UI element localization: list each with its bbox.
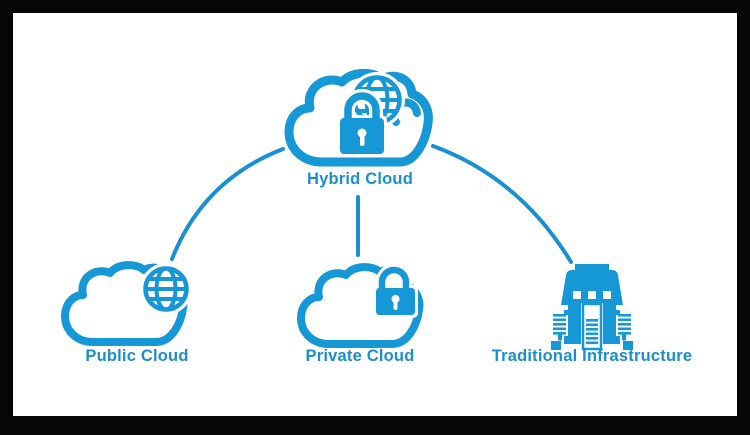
hybrid-cloud-node — [282, 68, 458, 174]
private-cloud-node — [296, 258, 436, 352]
private-cloud-icon — [297, 263, 424, 348]
public-cloud-label: Public Cloud — [85, 347, 189, 365]
hybrid-cloud-label: Hybrid Cloud — [307, 170, 413, 188]
lock-icon — [373, 263, 418, 318]
edge-hybrid-to-public — [170, 147, 285, 261]
lock-icon — [337, 89, 387, 157]
public-cloud-icon — [61, 261, 192, 346]
traditional-infrastructure-label: Traditional Infrastructure — [491, 347, 693, 365]
edge-hybrid-to-traditional — [431, 144, 573, 264]
globe-icon — [140, 263, 192, 315]
private-cloud-label: Private Cloud — [305, 347, 415, 365]
hybrid-cloud-icon — [284, 68, 433, 167]
mainframe-icon — [551, 264, 633, 351]
mainframe-body — [551, 264, 633, 351]
traditional-infrastructure-node — [550, 264, 634, 352]
public-cloud-node — [60, 261, 205, 352]
